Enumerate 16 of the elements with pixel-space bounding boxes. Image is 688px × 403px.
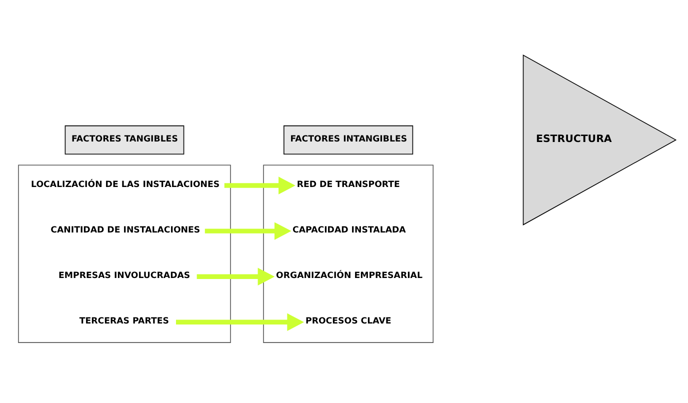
node-box: FACTORES INTANGIBLES <box>284 124 414 154</box>
arrow <box>176 312 304 330</box>
cluster <box>263 164 434 342</box>
node-text: ORGANIZACIÓN EMPRESARIAL <box>276 270 422 281</box>
cluster <box>18 164 231 342</box>
arrow <box>196 267 275 285</box>
node-text: CANITIDAD DE INSTALACIONES <box>50 224 200 235</box>
node-box: FACTORES TANGIBLES <box>64 124 184 154</box>
node-text: CAPACIDAD INSTALADA <box>292 224 406 235</box>
arrow <box>204 222 292 240</box>
node-text: RED DE TRANSPORTE <box>296 179 400 190</box>
node-text: TERCERAS PARTES <box>79 316 169 326</box>
arrow <box>224 176 296 194</box>
node-text: LOCALIZACIÓN DE LAS INSTALACIONES <box>31 179 220 190</box>
node-text: EMPRESAS INVOLUCRADAS <box>58 270 190 281</box>
node-text: PROCESOS CLAVE <box>306 316 392 326</box>
